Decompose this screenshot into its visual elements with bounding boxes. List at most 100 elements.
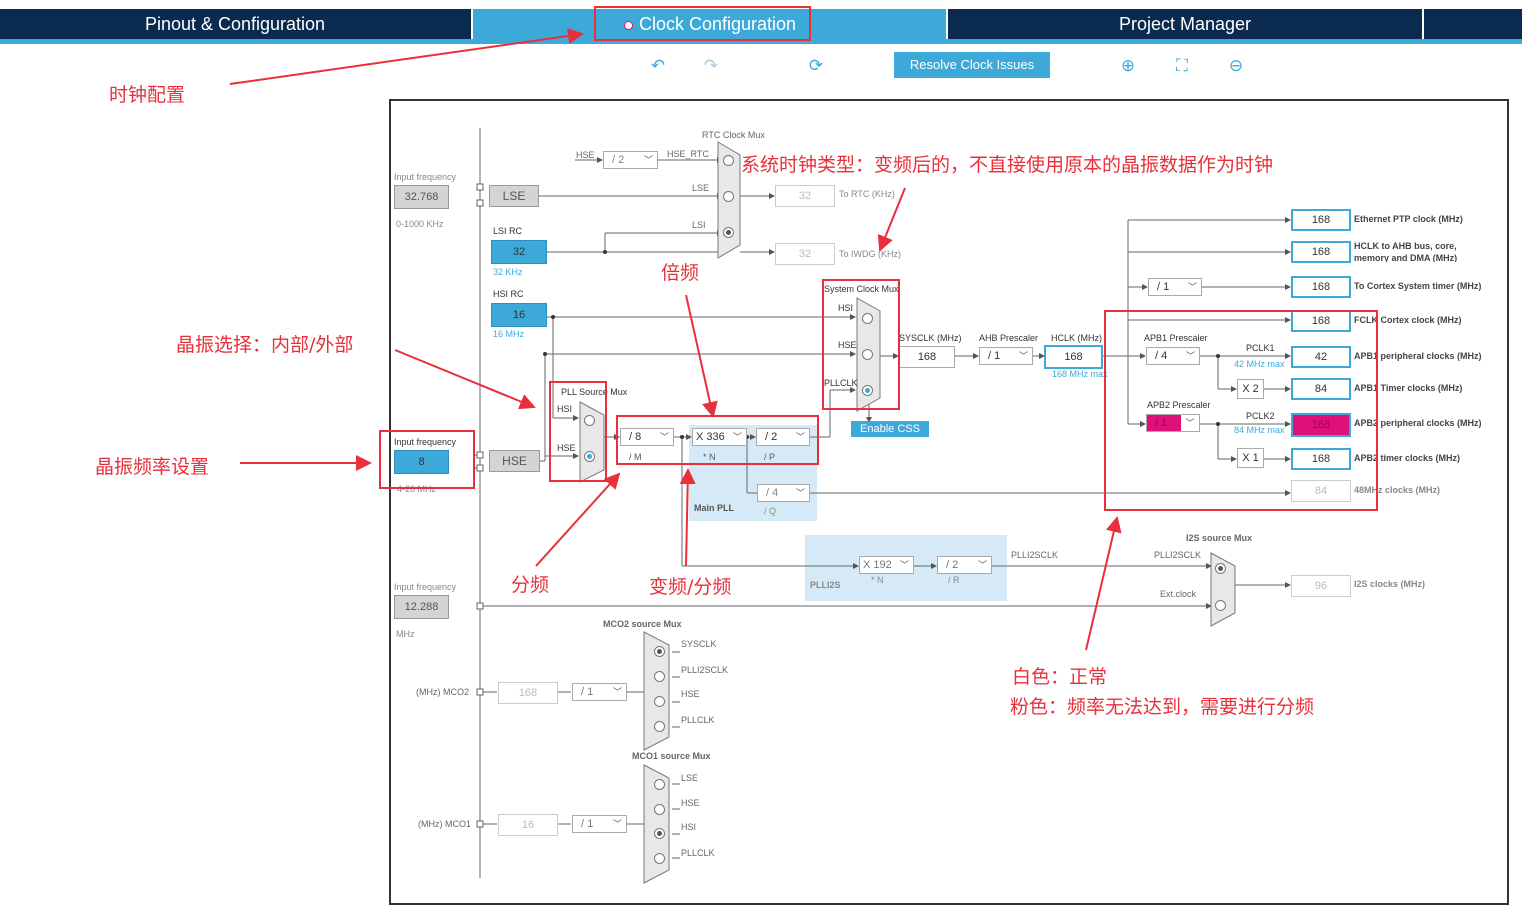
lsi-unit: 32 KHz bbox=[493, 267, 523, 277]
chevron-down-icon: ﹀ bbox=[1187, 282, 1197, 292]
plli2s-r-select[interactable]: / 2﹀ bbox=[937, 556, 992, 574]
enable-css-button[interactable]: Enable CSS bbox=[851, 421, 929, 437]
i2s-radio-plli2sclk[interactable] bbox=[1215, 563, 1226, 574]
mco2-divider-select[interactable]: / 1 ﹀ bbox=[572, 683, 627, 701]
i2s-plli2sclk-label: PLLI2SCLK bbox=[1154, 550, 1202, 560]
system-clock-mux-label: System Clock Mux bbox=[824, 284, 899, 294]
zoom-in-icon[interactable]: ⊕ bbox=[1120, 56, 1136, 75]
hclk-ahb-output[interactable]: 168 bbox=[1291, 241, 1351, 263]
mco1-opt-hse: HSE bbox=[681, 798, 700, 808]
pll-m-label: / M bbox=[629, 452, 642, 462]
i2s-radio-ext[interactable] bbox=[1215, 600, 1226, 611]
apb1-peripheral-label: APB1 peripheral clocks (MHz) bbox=[1354, 351, 1482, 361]
mco2-radio-hse[interactable] bbox=[654, 696, 665, 707]
ethernet-ptp-label: Ethernet PTP clock (MHz) bbox=[1354, 214, 1463, 224]
pclk1-label: PCLK1 bbox=[1246, 343, 1275, 353]
mco2-radio-pllclk[interactable] bbox=[654, 721, 665, 732]
48mhz-label: 48MHz clocks (MHz) bbox=[1354, 485, 1441, 495]
hsi-unit: 16 MHz bbox=[493, 329, 525, 339]
apb2-prescaler-select[interactable]: / 1﹀ bbox=[1146, 414, 1200, 432]
ahb-prescaler-label: AHB Prescaler bbox=[979, 333, 1039, 343]
rtc-radio-hse[interactable] bbox=[723, 155, 734, 166]
pll-p-label: / P bbox=[764, 452, 776, 462]
mco1-divider-select[interactable]: / 1﹀ bbox=[572, 815, 627, 833]
mco1-radio-pllclk[interactable] bbox=[654, 853, 665, 864]
plli2s-n-select[interactable]: X 192﹀ bbox=[859, 556, 914, 574]
reset-icon[interactable]: ⟳ bbox=[808, 56, 824, 75]
tab-divider bbox=[1422, 9, 1424, 39]
redo-icon[interactable]: ↷ bbox=[703, 56, 719, 75]
highlight-peripheral-clocks bbox=[1104, 310, 1378, 511]
tab-pinout[interactable]: Pinout & Configuration bbox=[144, 14, 326, 34]
pll-n-select[interactable]: X 336﹀ bbox=[692, 428, 747, 446]
fit-icon[interactable]: ⛶ bbox=[1176, 56, 1188, 75]
apb1-timer-output[interactable]: 84 bbox=[1291, 378, 1351, 400]
lse-range: 0-1000 KHz bbox=[396, 219, 444, 229]
rtc-hse-divider-select[interactable]: / 2﹀ bbox=[603, 151, 658, 169]
lsi-value: 32 bbox=[491, 240, 547, 264]
chevron-down-icon: ﹀ bbox=[643, 155, 653, 165]
mco1-radio-lse[interactable] bbox=[654, 779, 665, 790]
apb1-peripheral-output[interactable]: 42 bbox=[1291, 346, 1351, 368]
apb2-peripheral-output[interactable]: 168 bbox=[1291, 413, 1351, 437]
rtc-hse-label: HSE bbox=[576, 150, 595, 160]
pll-radio-hse[interactable] bbox=[584, 451, 595, 462]
i2s-output-label: I2S clocks (MHz) bbox=[1354, 579, 1426, 589]
apb1-prescaler-select[interactable]: / 4﹀ bbox=[1146, 347, 1200, 365]
pll-radio-hsi[interactable] bbox=[584, 415, 595, 426]
pll-q-select[interactable]: / 4﹀ bbox=[757, 484, 810, 502]
resolve-clock-issues-button[interactable]: Resolve Clock Issues bbox=[894, 52, 1050, 78]
tab-clock-configuration[interactable]: Clock Configuration bbox=[473, 9, 947, 39]
mco2-opt-hse: HSE bbox=[681, 689, 700, 699]
fclk-label: FCLK Cortex clock (MHz) bbox=[1354, 315, 1462, 325]
mco1-radio-hse[interactable] bbox=[654, 804, 665, 815]
main-pll-label: Main PLL bbox=[694, 503, 734, 513]
zoom-out-icon[interactable]: ⊖ bbox=[1228, 56, 1244, 75]
pll-p-select[interactable]: / 2﹀ bbox=[756, 428, 810, 446]
ahb-prescaler-value: / 1 bbox=[988, 350, 1001, 362]
sysmux-radio-pllclk[interactable] bbox=[862, 385, 873, 396]
ethernet-ptp-output[interactable]: 168 bbox=[1291, 209, 1351, 231]
tab-project-manager[interactable]: Project Manager bbox=[1118, 14, 1252, 34]
apb2-timer-label: APB2 timer clocks (MHz) bbox=[1354, 453, 1461, 463]
mco1-label: (MHz) MCO1 bbox=[418, 819, 471, 829]
apb2-timer-output[interactable]: 168 bbox=[1291, 448, 1351, 470]
rtc-radio-lse[interactable] bbox=[723, 191, 734, 202]
sysmux-radio-hse[interactable] bbox=[862, 349, 873, 360]
undo-icon[interactable]: ↶ bbox=[650, 56, 666, 75]
highlight-clock-tab bbox=[594, 6, 811, 41]
ahb-prescaler-select[interactable]: / 1﹀ bbox=[979, 347, 1033, 365]
iwdg-output-label: To IWDG (KHz) bbox=[839, 249, 901, 259]
annotation-freq-div: 变频/分频 bbox=[649, 576, 732, 598]
cortex-timer-divider-select[interactable]: / 1 ﹀ bbox=[1148, 278, 1202, 296]
mco2-radio-sysclk[interactable] bbox=[654, 646, 665, 657]
chevron-down-icon: ﹀ bbox=[977, 560, 987, 570]
plli2s-n-label: * N bbox=[871, 575, 884, 585]
mco2-div-value: / 1 bbox=[581, 686, 594, 698]
cortex-div-value: / 1 bbox=[1157, 281, 1170, 293]
sysclk-value: 168 bbox=[899, 346, 955, 368]
sysmux-radio-hsi[interactable] bbox=[862, 313, 873, 324]
tab-divider bbox=[471, 9, 473, 39]
hsi-label: HSI RC bbox=[493, 289, 524, 299]
chevron-down-icon: ﹀ bbox=[795, 432, 805, 442]
mco1-mux-label: MCO1 source Mux bbox=[632, 751, 711, 761]
hse-frequency-input[interactable]: 8 bbox=[394, 450, 449, 474]
rtc-radio-lsi[interactable] bbox=[723, 227, 734, 238]
i2s-ext-frequency-input[interactable]: 12.288 bbox=[394, 595, 449, 619]
chevron-down-icon: ﹀ bbox=[612, 687, 622, 697]
pclk2-label: PCLK2 bbox=[1246, 411, 1275, 421]
lsi-label: LSI RC bbox=[493, 226, 523, 236]
annotation-white-normal: 白色：正常 bbox=[1012, 666, 1108, 688]
mco2-opt-sysclk: SYSCLK bbox=[681, 639, 717, 649]
i2s-source-mux-label: I2S source Mux bbox=[1186, 533, 1253, 543]
pll-m-select[interactable]: / 8﹀ bbox=[620, 428, 674, 446]
lse-frequency-input[interactable]: 32.768 bbox=[394, 185, 449, 209]
highlight-pll-dividers bbox=[616, 415, 819, 465]
i2s-ext-label: Ext.clock bbox=[1160, 589, 1197, 599]
mco2-radio-plli2sclk[interactable] bbox=[654, 671, 665, 682]
mco1-radio-hsi[interactable] bbox=[654, 828, 665, 839]
cortex-timer-output[interactable]: 168 bbox=[1291, 276, 1351, 298]
rtc-output-label: To RTC (KHz) bbox=[839, 189, 895, 199]
hclk-input[interactable]: 168 bbox=[1044, 345, 1103, 369]
